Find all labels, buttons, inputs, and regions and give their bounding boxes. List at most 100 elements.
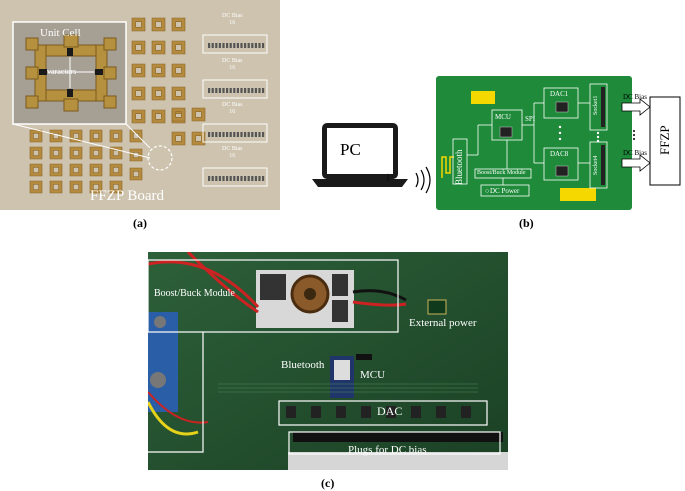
dc-bias-pin: [244, 176, 247, 181]
dc-power-label: DC Power: [490, 187, 520, 195]
varactors: [39, 48, 103, 97]
unit-cell: [129, 167, 143, 181]
dc-bias-pin: [236, 176, 239, 181]
dc-bias-pin: [251, 43, 254, 48]
dc-bias-pin: [215, 176, 218, 181]
dc-bias-pin: [262, 43, 265, 48]
dc-bias-pin: [208, 132, 211, 137]
unit-cell: [49, 163, 63, 177]
unit-cell: [171, 107, 186, 122]
dc-bias-pin: [211, 88, 214, 93]
chip-icons: [499, 101, 569, 177]
dc-bias-pin: [218, 176, 221, 181]
dc-bias-pin: [229, 43, 232, 48]
battery-top: [471, 91, 495, 104]
socket1-box: [589, 83, 608, 131]
dc-bias-pin: [226, 132, 229, 137]
unit-cell: [69, 146, 83, 160]
unit-cell: [109, 180, 123, 194]
boost-module-label: Boost/Buck Module: [154, 288, 235, 299]
dc-bias-pin: [240, 88, 243, 93]
dc-bias-pin: [254, 43, 257, 48]
bluetooth-photo-label: Bluetooth: [281, 359, 325, 371]
dc-bias-strip-box: [202, 167, 268, 187]
dac8-label: DAC8: [550, 150, 569, 158]
wireless-icon: [415, 166, 431, 194]
dc-bias-pin: [247, 88, 250, 93]
unit-cell: [191, 131, 206, 146]
bluetooth-block-label: Bluetooth: [454, 149, 464, 186]
plugs-annotation-box: [288, 431, 501, 455]
dc-bias-pin: [215, 132, 218, 137]
dc-bias-pin: [215, 88, 218, 93]
unit-cell: [109, 163, 123, 177]
dac-chip: [336, 406, 346, 418]
dc-bias-pin: [226, 88, 229, 93]
dac-chip: [386, 406, 396, 418]
dc-bias-out-label-1: DC Bias: [623, 93, 647, 101]
unit-cell: [171, 17, 186, 32]
unit-cell: [29, 180, 43, 194]
unit-cell: [129, 129, 143, 143]
dc-bias-pin: [233, 88, 236, 93]
dc-bias-pin: [233, 132, 236, 137]
dac1-label: DAC1: [550, 90, 569, 98]
boost-annotation-box: [148, 259, 399, 333]
dac-chip: [461, 406, 471, 418]
unit-cell: [131, 63, 146, 78]
dc-bias-pin: [218, 43, 221, 48]
dc-bias-pin: [208, 43, 211, 48]
dc-bias-pin: [254, 88, 257, 93]
dc-bias-pin: [258, 132, 261, 137]
dac-chip: [361, 406, 371, 418]
dc-bias-pin: [233, 176, 236, 181]
unit-cell: [89, 180, 103, 194]
unit-cell: [49, 146, 63, 160]
dac-chip: [411, 406, 421, 418]
unit-cell: [129, 148, 143, 162]
dc-bias-pin: [262, 88, 265, 93]
dc-bias-pin: [218, 132, 221, 137]
unit-cell: [131, 86, 146, 101]
unit-cell: [131, 40, 146, 55]
dc-bias-pin: [222, 88, 225, 93]
external-power-connector: [427, 299, 447, 315]
unit-cell: [131, 17, 146, 32]
dc-bias-pin: [244, 43, 247, 48]
spi-label: SPI: [525, 115, 536, 123]
dc-power-box: [480, 184, 530, 197]
pc-label: PC: [340, 140, 361, 159]
dc-bias-out-label-2: DC Bias: [623, 149, 647, 157]
unit-cell: [151, 17, 166, 32]
dc-bias-pin: [240, 43, 243, 48]
board-label: FFZP Board: [90, 188, 165, 204]
unit-cell: [89, 146, 103, 160]
unit-cell: [89, 163, 103, 177]
socket-pins: [601, 87, 605, 185]
ffzp-box: [649, 96, 681, 186]
plugs-label: Plugs for DC bias: [348, 444, 427, 456]
dc-bias-arrow-1: [621, 98, 651, 116]
dc-bias-pin: [251, 176, 254, 181]
dc-bias-pin: [215, 43, 218, 48]
dc-bias-pin: [247, 176, 250, 181]
boost-block-label: Boost/Buck Module: [477, 170, 526, 176]
dc-bias-pin: [211, 132, 214, 137]
battery-bottom: [560, 188, 596, 201]
caption-b: (b): [519, 216, 534, 230]
dc-bias-pin: [262, 176, 265, 181]
unit-cell: [171, 40, 186, 55]
hardware-illustration: [148, 252, 508, 470]
unit-cell: [151, 86, 166, 101]
socket4-label: Socket4: [593, 155, 599, 175]
dc-bias-pin: [222, 43, 225, 48]
dac-chip: [436, 406, 446, 418]
antenna-icon: [441, 156, 454, 178]
dac-photo-label: DAC: [377, 404, 403, 418]
ffzp-board-illustration: [0, 0, 280, 210]
dac-chip: [311, 406, 321, 418]
mcu-photo-label: MCU: [360, 369, 386, 381]
